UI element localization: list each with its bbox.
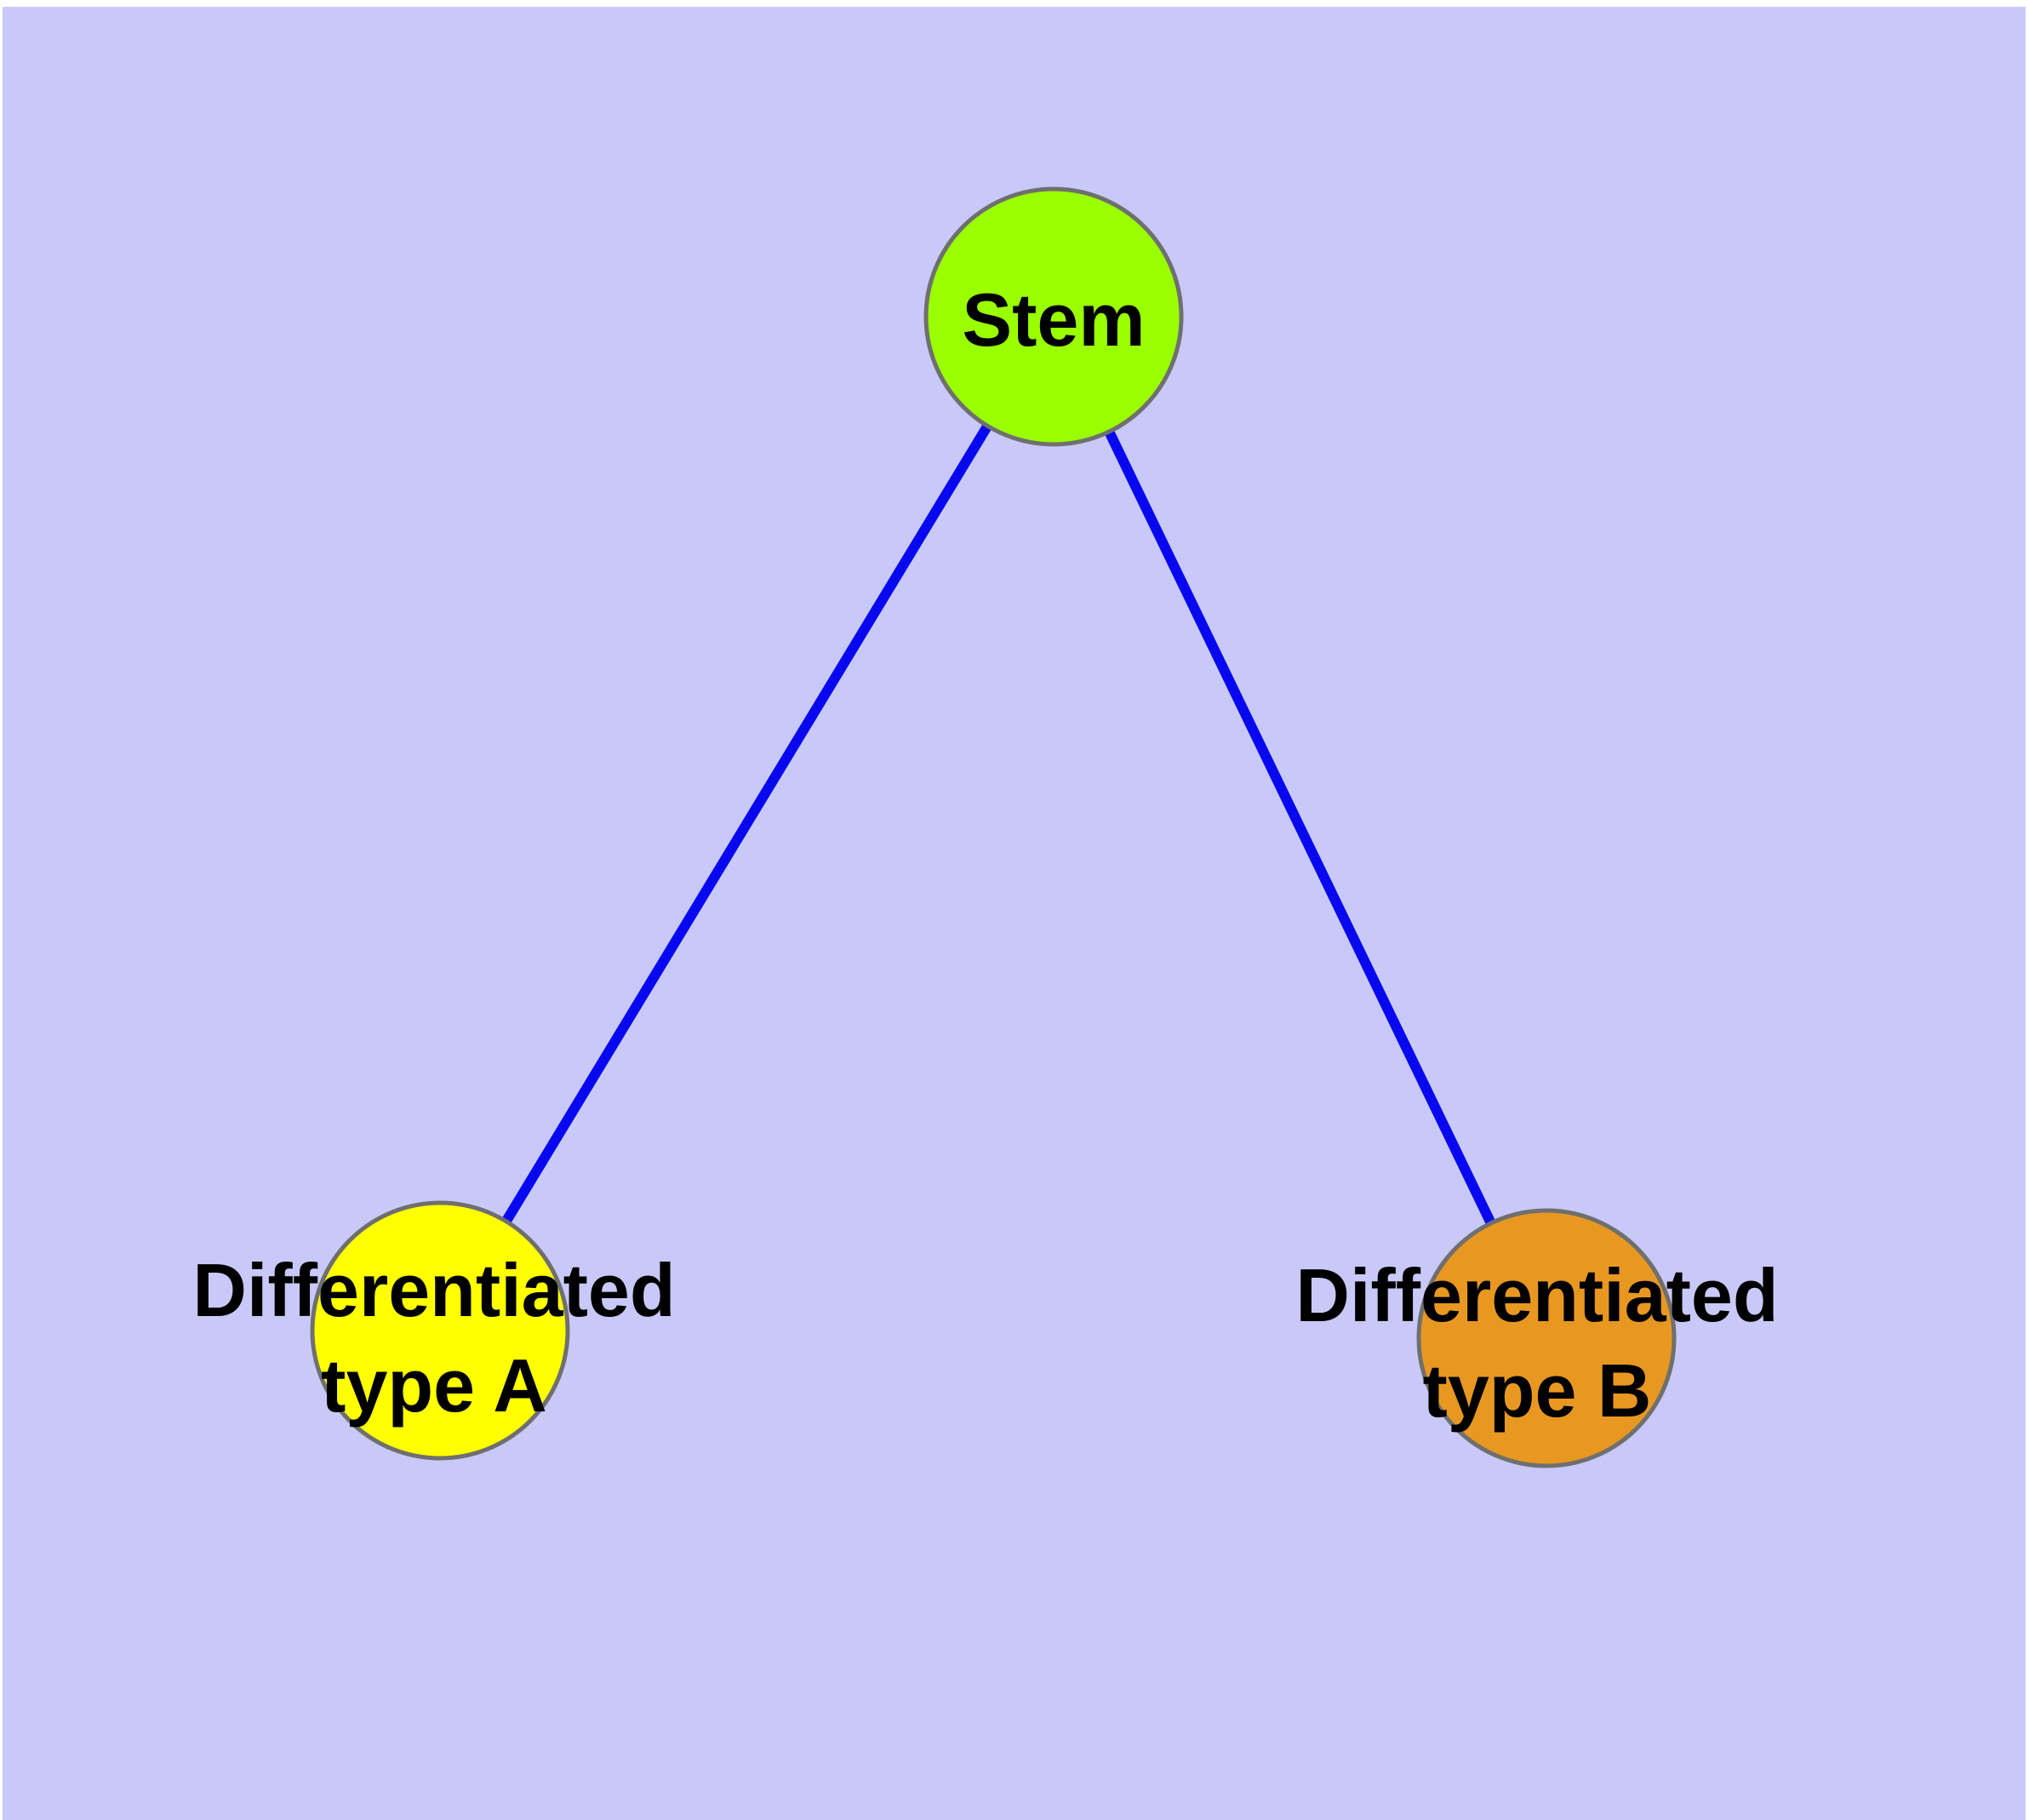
node-label-type-a-line1: Differentiated — [192, 1248, 676, 1332]
node-stem — [923, 186, 1184, 447]
node-label-differentiated-type-b: Differentiated type B — [1295, 1248, 1778, 1439]
edge-stem-to-type-b — [1049, 314, 1552, 1341]
node-label-stem-line1: Stem — [962, 278, 1146, 362]
node-label-stem: Stem — [962, 272, 1145, 368]
node-label-type-b-line1: Differentiated — [1295, 1253, 1779, 1337]
node-label-type-a-line2: type A — [321, 1343, 547, 1428]
node-label-type-b-line2: type B — [1422, 1348, 1652, 1433]
node-differentiated-type-a — [310, 1200, 570, 1461]
node-differentiated-type-b — [1416, 1208, 1677, 1468]
node-label-differentiated-type-a: Differentiated type A — [192, 1243, 675, 1434]
edge-stem-to-type-a — [435, 313, 1059, 1334]
